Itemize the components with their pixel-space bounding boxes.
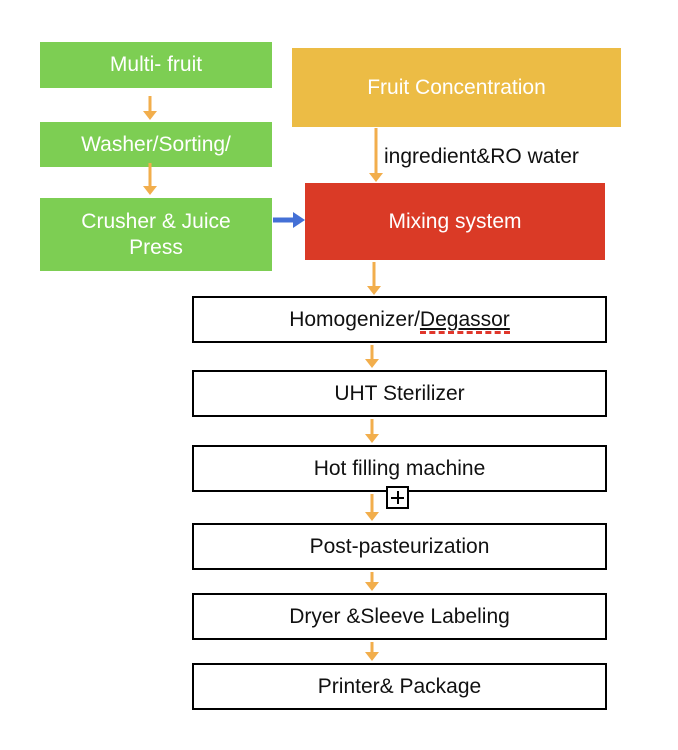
arrow-head xyxy=(365,582,379,591)
node-mixing-system: Mixing system xyxy=(305,183,605,260)
down-arrow-icon xyxy=(366,262,382,295)
arrow-head xyxy=(365,359,379,368)
node-hot-filling-machine-label: Hot filling machine xyxy=(313,456,486,480)
right-arrow-icon xyxy=(273,211,305,229)
node-uht-sterilizer-label: UHT Sterilizer xyxy=(334,381,465,405)
arrow-shaft xyxy=(374,128,378,174)
arrow-shaft xyxy=(273,217,295,223)
node-post-pasteurization-label: Post-pasteurization xyxy=(309,534,490,558)
node-dryer-sleeve-labeling-label: Dryer &Sleeve Labeling xyxy=(289,604,510,628)
node-fruit-concentration-label: Fruit Concentration xyxy=(367,75,546,99)
arrow-shaft xyxy=(370,642,374,653)
arrow-shaft xyxy=(148,163,152,187)
down-arrow-icon xyxy=(142,96,158,120)
arrow-head xyxy=(369,173,383,182)
object-anchor-plus-icon xyxy=(386,486,409,509)
arrow-shaft xyxy=(370,494,374,513)
node-mixing-system-label: Mixing system xyxy=(388,209,522,233)
node-uht-sterilizer: UHT Sterilizer xyxy=(192,370,607,417)
node-hot-filling-machine: Hot filling machine xyxy=(192,445,607,492)
node-printer-package-label: Printer& Package xyxy=(317,674,482,698)
node-washer-sorting-label: Washer/Sorting/ xyxy=(81,132,231,156)
arrow-head xyxy=(365,652,379,661)
down-arrow-icon xyxy=(364,572,380,591)
arrow-head xyxy=(293,212,305,228)
plus-vertical-bar xyxy=(396,491,399,504)
down-arrow-icon xyxy=(364,642,380,661)
node-dryer-sleeve-labeling: Dryer &Sleeve Labeling xyxy=(192,593,607,640)
arrow-head xyxy=(365,434,379,443)
arrow-head xyxy=(143,111,157,120)
down-arrow-icon xyxy=(364,345,380,368)
node-printer-package: Printer& Package xyxy=(192,663,607,710)
node-homogenizer-degassor: Homogenizer/Degassor xyxy=(192,296,607,343)
flow-annotation-ingredient: ingredient&RO water xyxy=(384,145,579,168)
down-arrow-icon xyxy=(142,163,158,195)
arrow-head xyxy=(367,286,381,295)
node-fruit-concentration: Fruit Concentration xyxy=(292,48,621,127)
arrow-head xyxy=(365,512,379,521)
node-multi-fruit-label: Multi- fruit xyxy=(109,53,203,76)
arrow-shaft xyxy=(370,345,374,360)
label-misspelled-word: Degassor xyxy=(419,307,510,334)
node-multi-fruit: Multi- fruit xyxy=(40,42,272,88)
node-washer-sorting: Washer/Sorting/ xyxy=(40,122,272,167)
arrow-shaft xyxy=(372,262,376,287)
arrow-shaft xyxy=(370,419,374,435)
down-arrow-icon xyxy=(364,419,380,443)
node-crusher-juice-press: Crusher & Juice Press xyxy=(40,198,272,271)
arrow-shaft xyxy=(148,96,152,112)
down-arrow-icon xyxy=(364,494,380,521)
arrow-shaft xyxy=(370,572,374,583)
down-arrow-icon xyxy=(368,128,384,182)
node-post-pasteurization: Post-pasteurization xyxy=(192,523,607,570)
arrow-head xyxy=(143,186,157,195)
node-homogenizer-degassor-label: Homogenizer/Degassor xyxy=(289,307,510,334)
node-crusher-juice-press-label: Crusher & Juice Press xyxy=(81,209,231,259)
label-prefix: Homogenizer/ xyxy=(289,307,420,331)
